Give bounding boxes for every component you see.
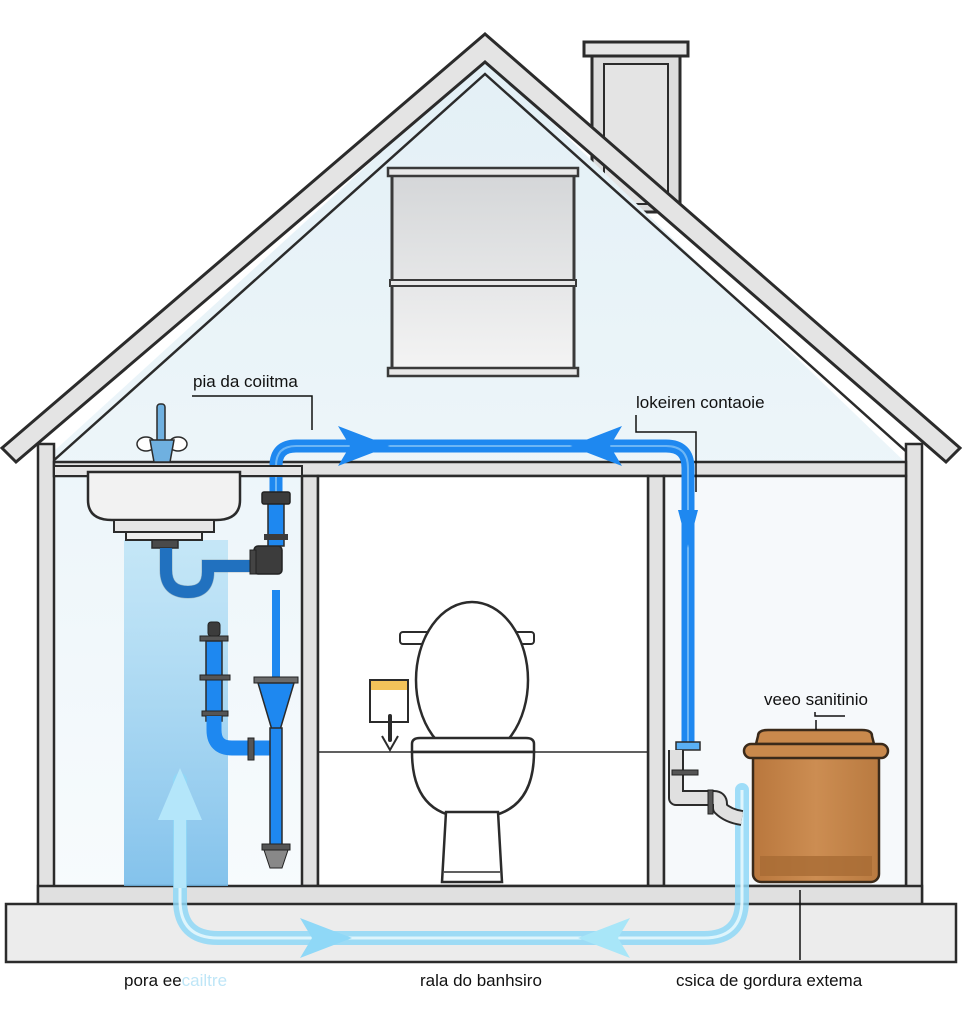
label-bottom-left-faded: cailtre (181, 971, 228, 990)
flow-arrow-right-icon (300, 918, 352, 958)
kitchen-sink (53, 403, 303, 549)
flow-arrow-down-icon (678, 510, 698, 548)
label-top-right: lokeiren contaoie (636, 393, 765, 412)
label-bottom-left-main: pora ee (124, 971, 182, 990)
label-bottom-center: rala do banhsiro (420, 971, 542, 990)
vent-pipes (199, 590, 299, 869)
flow-arrow-left-icon (570, 426, 622, 466)
top-flow-pipe (269, 426, 701, 751)
flow-arrow-up-icon (158, 768, 202, 820)
label-tank: veeo sanitinio (764, 690, 868, 709)
flow-arrow-left-icon (578, 918, 630, 958)
toilet-icon (399, 600, 536, 884)
bottom-flow-pipe (158, 768, 749, 958)
roof (0, 32, 962, 465)
flow-arrow-right-icon (338, 426, 390, 466)
label-bottom-right: csica de gordura extema (676, 971, 863, 990)
label-sink: pia da coiitma (193, 372, 298, 391)
toilet-paper-dispenser-icon (369, 679, 409, 753)
faucet-icon (136, 403, 188, 463)
p-trap-pipe (159, 491, 291, 599)
leader-lines (192, 395, 845, 960)
label-bottom-left: pora eecailtre (124, 972, 227, 989)
grease-tank (668, 728, 890, 884)
attic-window (386, 166, 580, 378)
